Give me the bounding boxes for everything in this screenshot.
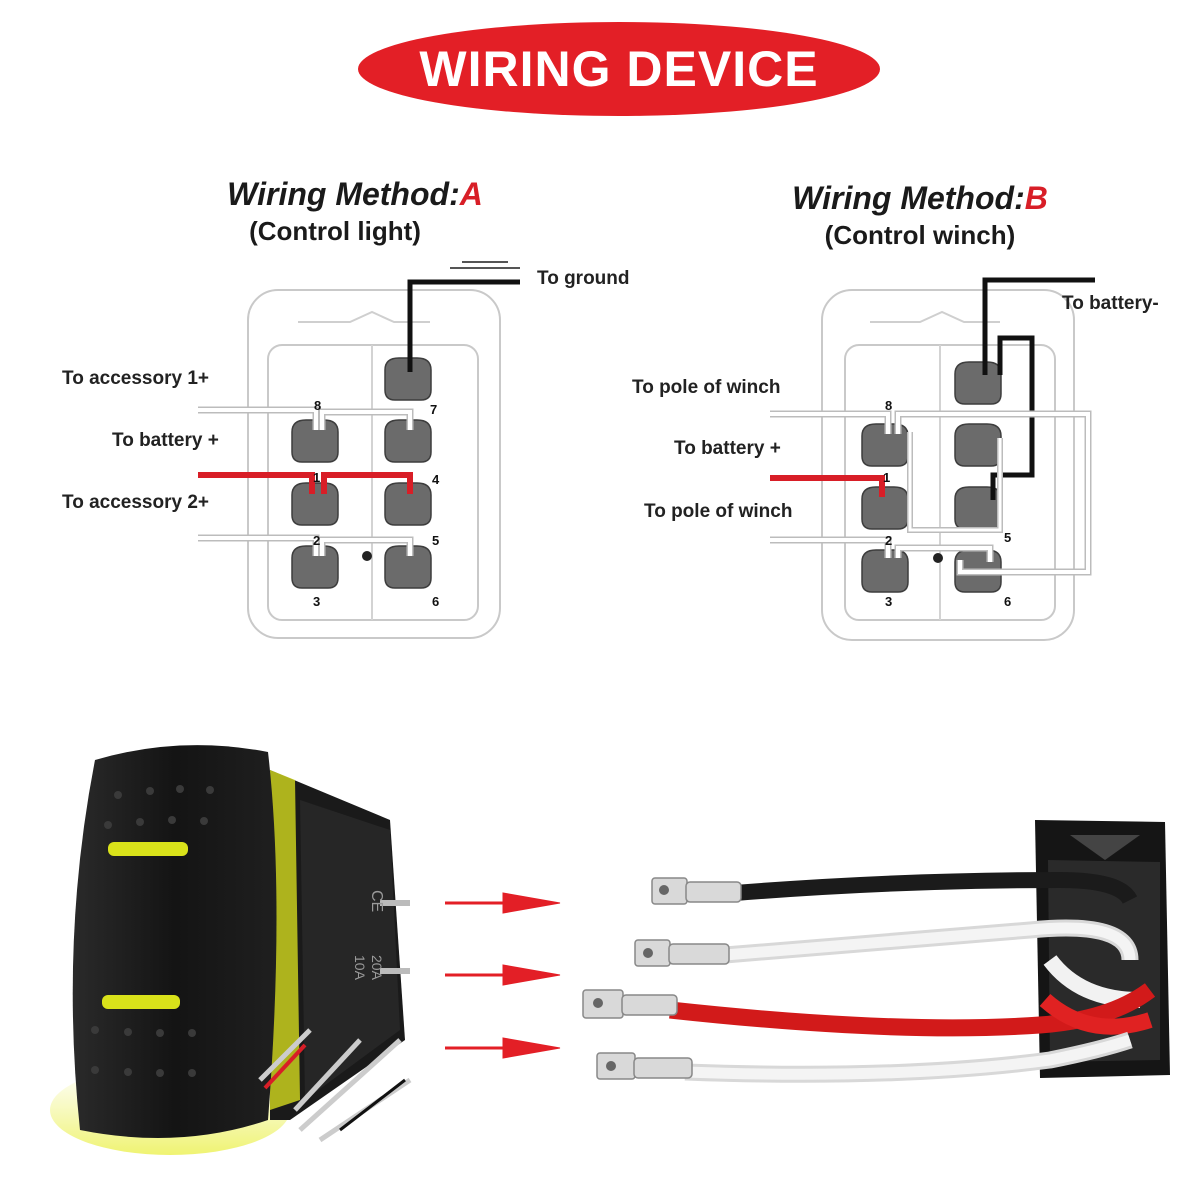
rating-20a: 20A [369, 955, 385, 981]
wired-switch-photo [582, 820, 1170, 1083]
ce-mark: CE [368, 890, 385, 912]
method-b-label-pole2: To pole of winch [644, 501, 793, 522]
method-b-pin-2: 2 [885, 533, 893, 548]
method-a-title-letter: A [459, 176, 483, 212]
method-b-pin-3: 3 [885, 594, 893, 609]
method-a-label-accessory2: To accessory 2+ [62, 492, 209, 513]
banner-title: WIRING DEVICE [419, 41, 819, 97]
method-a-pin-2: 2 [313, 533, 321, 548]
method-a-title-prefix: Wiring Method: [227, 176, 460, 212]
method-b-label-battery: To battery + [674, 438, 781, 459]
method-a-subtitle: (Control light) [249, 216, 421, 246]
method-b-switch [770, 277, 1095, 641]
method-a-label-ground: To ground [537, 268, 630, 289]
method-b-title-prefix: Wiring Method: [792, 180, 1025, 216]
rocker-switch-photo [50, 745, 412, 1155]
method-b-title-letter: B [1024, 180, 1048, 216]
method-a-pin-7: 7 [430, 402, 438, 417]
arrows [445, 892, 561, 1059]
method-b-label-battery-neg: To battery- [1062, 293, 1159, 314]
method-a-label-accessory1: To accessory 1+ [62, 368, 209, 389]
method-b-label-pole1: To pole of winch [632, 377, 781, 398]
method-b-title: Wiring Method:B [770, 180, 1070, 217]
title-banner: WIRING DEVICE [358, 22, 880, 116]
method-a-pin-6: 6 [432, 594, 440, 609]
method-b-pin-6: 6 [1004, 594, 1012, 609]
method-a-label-battery: To battery + [112, 430, 219, 451]
method-a-pin-1: 1 [313, 470, 321, 485]
method-b-pin-8: 8 [885, 398, 893, 413]
method-a-title: Wiring Method:A [200, 176, 510, 213]
rating-10a: 10A [352, 955, 368, 981]
method-a-pin-5: 5 [432, 533, 440, 548]
method-a-pin-3: 3 [313, 594, 321, 609]
method-b-subtitle: (Control winch) [824, 220, 1016, 250]
method-b-pin-1: 1 [883, 470, 891, 485]
method-a-pin-4: 4 [432, 472, 440, 487]
method-b-pin-5: 5 [1004, 530, 1012, 545]
method-a-pin-8: 8 [314, 398, 322, 413]
method-a-switch [198, 261, 520, 639]
